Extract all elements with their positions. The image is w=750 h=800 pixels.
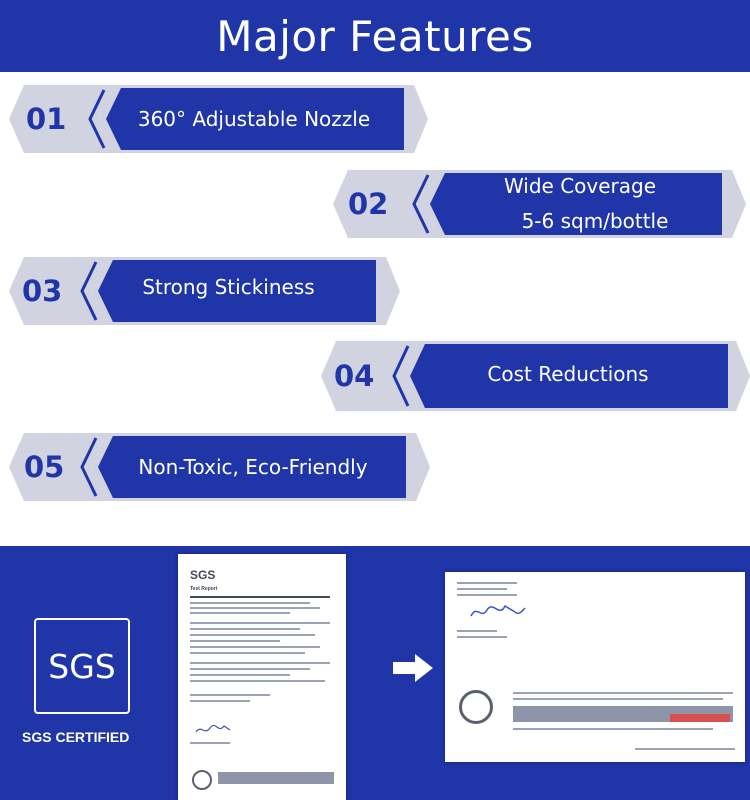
- page-title: Major Features: [216, 11, 534, 61]
- feature-label: Cost Reductions: [487, 362, 649, 386]
- feature-banner-shape: [9, 433, 430, 501]
- report-title: Test Report: [190, 586, 218, 592]
- feature-number: 04: [334, 359, 375, 393]
- feature-banner-shape: [9, 257, 400, 325]
- arrow-right-icon: [393, 654, 433, 682]
- feature-item-01: 01 360° Adjustable Nozzle: [6, 80, 428, 158]
- sgs-certified-caption: SGS CERTIFIED: [22, 729, 130, 745]
- sgs-seal-icon: [459, 690, 493, 724]
- sgs-logo-text: SGS: [48, 646, 116, 686]
- feature-number: 03: [22, 274, 63, 308]
- feature-label: Non-Toxic, Eco-Friendly: [138, 455, 368, 479]
- feature-label: Strong Stickiness: [142, 275, 315, 299]
- certification-section: SGS SGS CERTIFIED SGS Test Report: [0, 546, 750, 800]
- feature-item-03: 03 Strong Stickiness: [6, 252, 402, 330]
- sgs-seal-icon: [192, 770, 212, 790]
- signature-icon: [470, 604, 526, 617]
- report-sgs-logo: SGS: [190, 568, 216, 582]
- feature-banner-shape: [333, 170, 746, 238]
- feature-number: 02: [348, 187, 389, 221]
- test-report-document: SGS Test Report: [178, 554, 346, 800]
- report-code-stamp: [670, 714, 730, 722]
- sgs-logo-box: SGS: [34, 618, 130, 714]
- signature-page-document: [445, 572, 745, 762]
- feature-label: 360° Adjustable Nozzle: [137, 107, 371, 131]
- page-header: Major Features: [0, 0, 750, 72]
- feature-label-line-1: Wide Coverage: [503, 174, 657, 198]
- feature-banner-shape: [9, 85, 428, 153]
- feature-banner-shape: [321, 341, 750, 411]
- feature-item-04: 04 Cost Reductions: [318, 336, 750, 416]
- signature-icon: [195, 724, 231, 733]
- feature-number: 05: [24, 450, 65, 484]
- feature-label-line-2: 5-6 sqm/bottle: [521, 209, 669, 233]
- feature-item-02: 02 Wide Coverage 5-6 sqm/bottle: [330, 165, 748, 243]
- feature-item-05: 05 Non-Toxic, Eco-Friendly: [6, 428, 430, 506]
- feature-number: 01: [26, 102, 67, 136]
